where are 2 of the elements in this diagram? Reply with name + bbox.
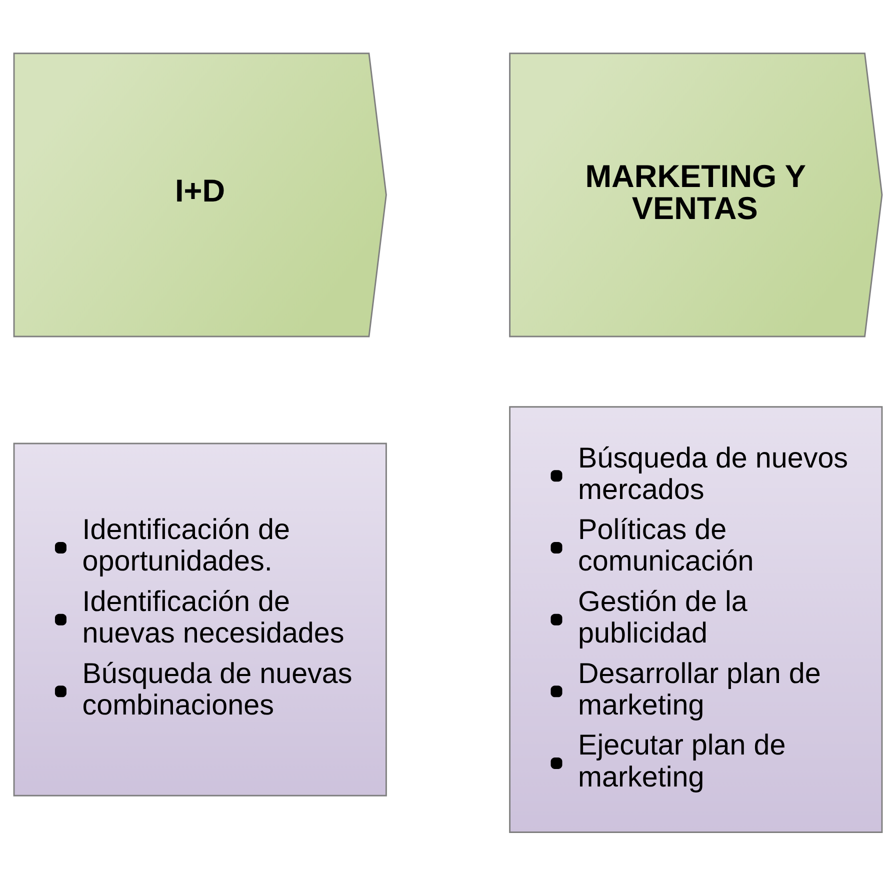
node-box: Identificación de oportunidades. Identificación de nuevas necesidades Búsqueda de nuevas combinaciones — [13, 442, 387, 796]
node-box: Búsqueda de nuevos mercados Políticas de comunicación Gestión de la publicidad Desarrollar plan de marketing Ejecutar plan de marketing — [509, 406, 883, 833]
